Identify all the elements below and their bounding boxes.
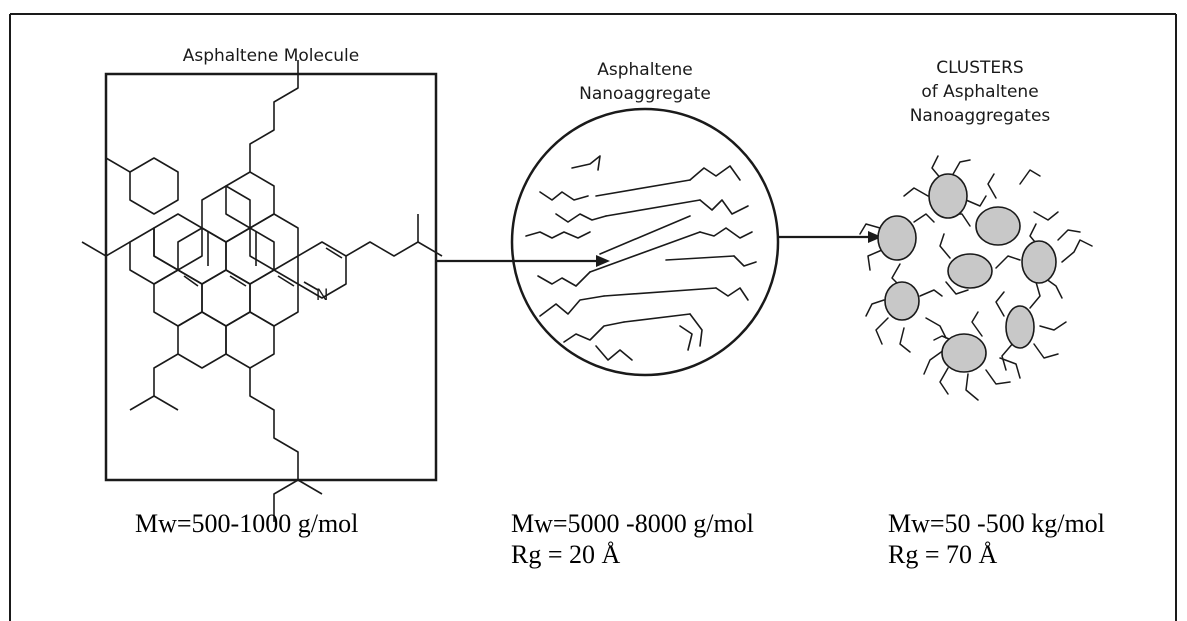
clusters-rg: Rg = 70 Å: [888, 540, 998, 569]
cluster-blob: [1005, 305, 1035, 349]
clusters-title-line1: CLUSTERS: [936, 58, 1024, 78]
molecule-box: [104, 72, 438, 482]
cluster-blob: [1021, 240, 1057, 284]
nanoaggregate-title-line1: Asphaltene: [597, 60, 693, 80]
clusters-title-line2: of Asphaltene: [921, 82, 1039, 102]
molecule-title: Asphaltene Molecule: [182, 46, 360, 66]
nanoaggregate-strands: [525, 155, 757, 361]
cluster-blob: [928, 173, 968, 219]
clusters-mw: Mw=50 -500 kg/mol: [888, 509, 1105, 538]
cluster-blob: [941, 333, 987, 373]
cluster-blobs: [877, 173, 1057, 373]
asphaltene-molecule-structure: [81, 60, 443, 522]
clusters-title: CLUSTERS of Asphaltene Nanoaggregates: [880, 56, 1080, 128]
cluster-blob: [884, 281, 920, 321]
molecule-mw: Mw=500-1000 g/mol: [135, 509, 359, 538]
arrow-1-head: [596, 255, 610, 267]
clusters-title-line3: Nanoaggregates: [909, 106, 1051, 126]
nanoaggregate-circle: [510, 107, 780, 377]
nanoaggregate-title: Asphaltene Nanoaggregate: [545, 58, 745, 106]
arrow-2-head: [868, 231, 882, 243]
cluster-blob: [877, 215, 917, 261]
cluster-blob: [975, 206, 1021, 246]
nanoaggregate-rg: Rg = 20 Å: [511, 540, 621, 569]
nitrogen-atom-label: N: [316, 285, 328, 304]
nanoaggregate-title-line2: Nanoaggregate: [579, 84, 711, 104]
nanoaggregate-mw: Mw=5000 -8000 g/mol: [511, 509, 754, 538]
cluster-blob: [947, 253, 993, 289]
